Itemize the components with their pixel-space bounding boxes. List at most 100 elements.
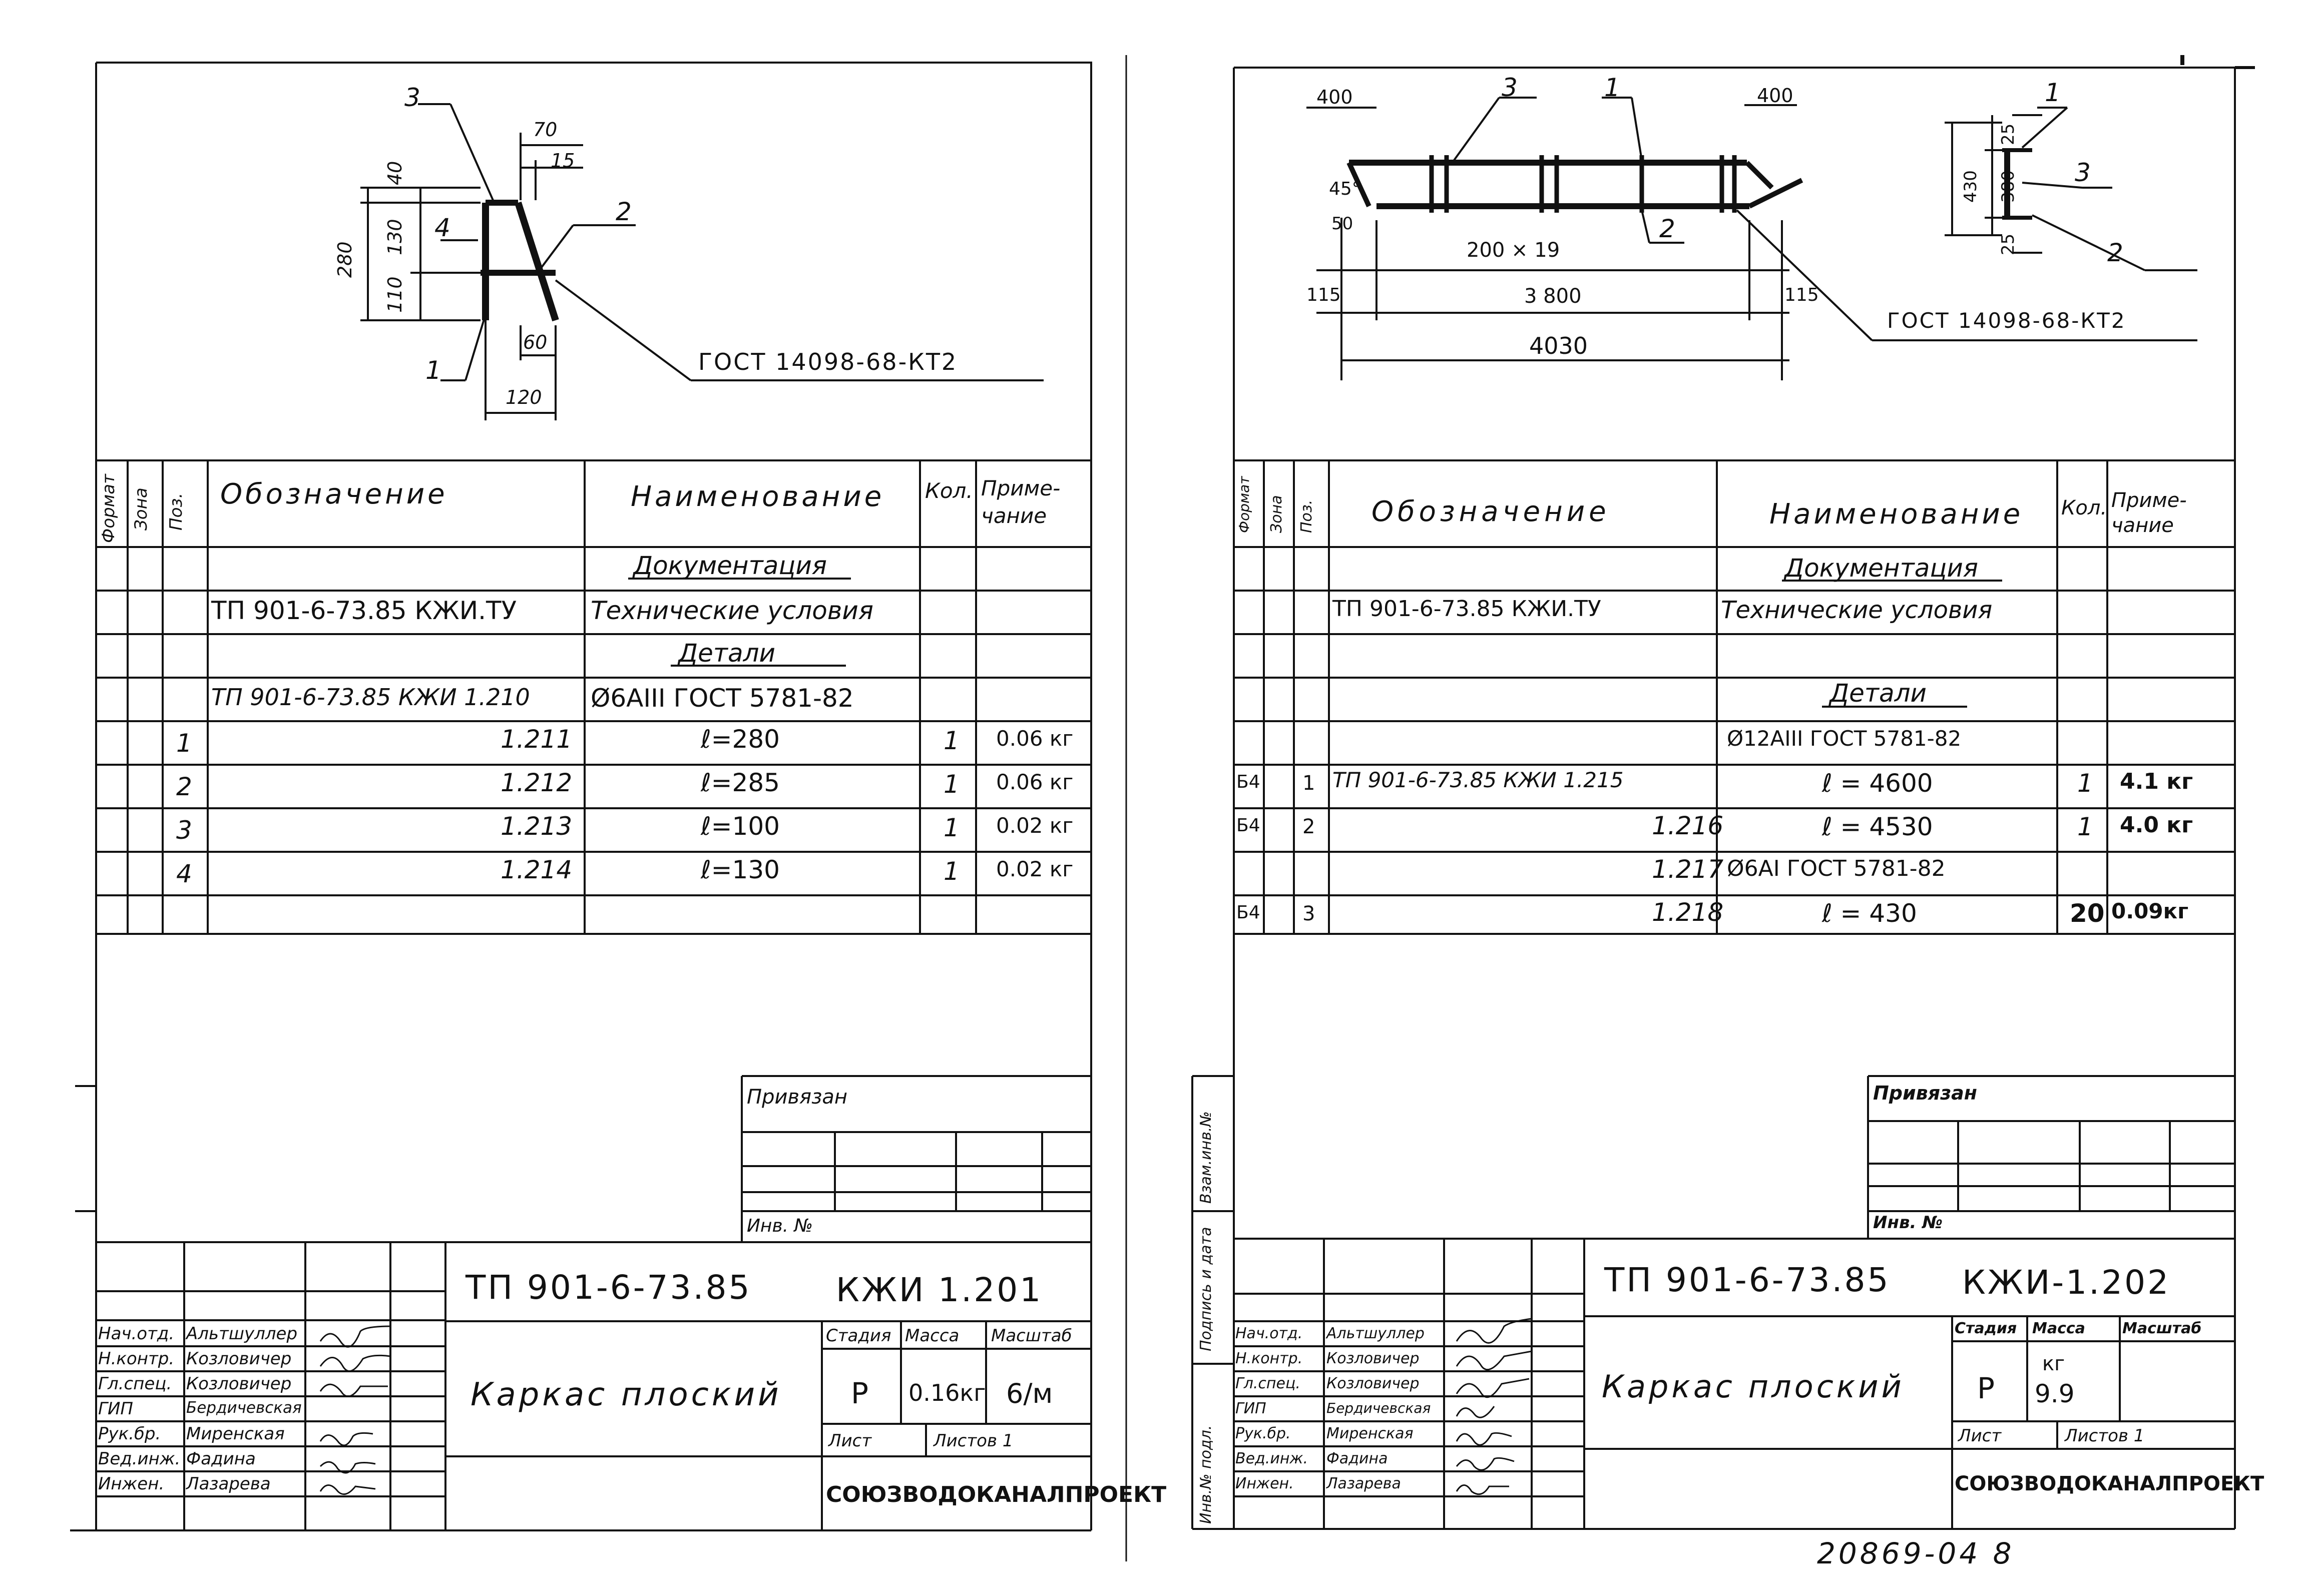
- right-role-0: Нач.отд.: [1235, 1325, 1303, 1342]
- right-dim-400-right: 400: [1757, 85, 1793, 107]
- right-row-6-des: 1.216: [1652, 811, 1724, 840]
- left-person-3: Бердичевская: [186, 1399, 302, 1417]
- left-frame-lines: [70, 62, 1092, 1531]
- right-inv-label: Инв. №: [1873, 1213, 1943, 1233]
- right-frame-lines: [1191, 55, 2255, 1530]
- right-row-3-name: Детали: [1829, 679, 1927, 708]
- right-role-3: ГИП: [1235, 1400, 1266, 1417]
- right-dim-45: 45°: [1329, 179, 1361, 199]
- left-pos-4-label: 4: [434, 213, 450, 242]
- right-row-5-note: 4.1 кг: [2120, 769, 2193, 794]
- left-privyazan-label: Привязан: [747, 1086, 848, 1109]
- left-row-7-name: ℓ=130: [701, 855, 780, 884]
- left-dim-40: 40: [384, 161, 406, 185]
- right-person-3: Бердичевская: [1326, 1400, 1431, 1416]
- right-dim-3800: 3 800: [1524, 285, 1582, 308]
- left-role-5: Вед.инж.: [98, 1449, 181, 1469]
- right-row-8-qty: 20: [2070, 899, 2105, 928]
- left-row-5-name: ℓ=285: [701, 768, 780, 797]
- left-person-6: Лазарева: [186, 1474, 271, 1494]
- left-row-1-name: Технические условия: [591, 596, 873, 625]
- left-dim-130: 130: [384, 219, 406, 255]
- left-row-7-pos: 4: [176, 859, 192, 888]
- left-row-4-qty: 1: [944, 726, 960, 755]
- left-doc-number: КЖИ 1.201: [836, 1271, 1043, 1309]
- header-name: Наименование: [631, 480, 885, 513]
- left-row-2-name: Детали: [678, 639, 776, 668]
- left-scale-label: Масштаб: [991, 1326, 1072, 1346]
- right-row-8-pos: 3: [1302, 902, 1315, 925]
- left-sheets-label: Листов 1: [934, 1431, 1014, 1451]
- right-stage-label: Стадия: [1955, 1320, 2017, 1337]
- right-row-5-qty: 1: [2077, 769, 2093, 798]
- left-dim-60: 60: [523, 331, 548, 353]
- left-role-1: Н.контр.: [98, 1349, 175, 1369]
- right-header-pos: Поз.: [1298, 499, 1315, 533]
- left-person-0: Альтшуллер: [186, 1324, 298, 1344]
- right-row-5-des: ТП 901-6-73.85 КЖИ 1.215: [1332, 768, 1624, 792]
- left-row-4-pos: 1: [176, 729, 192, 758]
- right-dim-400-left: 400: [1316, 86, 1353, 108]
- left-pos-2-label: 2: [616, 197, 632, 226]
- right-header-zone: Зона: [1268, 495, 1285, 533]
- right-privyazan-label: Привязан: [1873, 1082, 1978, 1104]
- right-row-5-fmt: Б4: [1236, 772, 1260, 792]
- right-dim-25-bottom: 25: [1998, 233, 2018, 255]
- right-row-6-name: ℓ = 4530: [1822, 812, 1933, 841]
- right-dim-200x19: 200 × 19: [1467, 239, 1560, 262]
- right-organization: СОЮЗВОДОКАНАЛПРОЕКТ: [1955, 1472, 2264, 1495]
- right-sheets-label: Листов 1: [2065, 1426, 2145, 1446]
- header-zone: Зона: [131, 487, 151, 530]
- right-pos-2-label: 2: [1659, 214, 1675, 243]
- right-dim-115-right: 115: [1784, 285, 1819, 305]
- left-project-code: ТП 901-6-73.85: [466, 1268, 752, 1307]
- sheet-divider: [1125, 55, 1127, 1561]
- right-row-0-name: Документация: [1784, 554, 1978, 583]
- left-role-2: Гл.спец.: [98, 1374, 172, 1394]
- right-person-6: Лазарева: [1326, 1475, 1401, 1492]
- right-section-1-label: 1: [2045, 78, 2061, 107]
- right-row-8-fmt: Б4: [1236, 902, 1260, 923]
- left-sheet: 3 70 15 40 130 280 110 4 2 1 60 120 ГОСТ…: [0, 0, 1166, 1596]
- left-role-3: ГИП: [98, 1399, 133, 1419]
- right-row-6-fmt: Б4: [1236, 815, 1260, 836]
- header-pos: Поз.: [166, 492, 186, 530]
- right-header-qty: Кол.: [2061, 496, 2107, 519]
- left-scale-value: 6/м: [1006, 1378, 1053, 1409]
- left-row-5-des: 1.212: [501, 768, 573, 797]
- left-row-3-name: Ø6АIII ГОСТ 5781-82: [591, 684, 854, 713]
- side-stamp-signature-date: Подпись и дата: [1197, 1227, 1215, 1352]
- left-dim-120: 120: [506, 386, 542, 408]
- header-note-1: Приме-: [981, 476, 1061, 500]
- left-organization: СОЮЗВОДОКАНАЛПРОЕКТ: [826, 1482, 1167, 1507]
- left-person-5: Фадина: [186, 1449, 256, 1469]
- right-mass-label: Масса: [2032, 1320, 2085, 1337]
- left-row-5-qty: 1: [944, 770, 960, 799]
- left-row-5-note: 0.06 кг: [996, 770, 1074, 794]
- right-section-2-label: 2: [2107, 238, 2123, 267]
- left-mass-value: 0.16кг: [908, 1379, 986, 1406]
- left-row-4-note: 0.06 кг: [996, 726, 1074, 751]
- left-dim-15: 15: [551, 150, 575, 172]
- left-row-6-pos: 3: [176, 816, 192, 845]
- right-drawing-title: Каркас плоский: [1602, 1368, 1905, 1405]
- right-role-2: Гл.спец.: [1235, 1375, 1300, 1392]
- left-row-6-qty: 1: [944, 813, 960, 842]
- right-header-designation: Обозначение: [1371, 495, 1610, 528]
- left-gost-label: ГОСТ 14098-68-КТ2: [698, 348, 958, 375]
- right-row-8-note: 0.09кг: [2111, 899, 2189, 923]
- right-row-8-name: ℓ = 430: [1822, 899, 1917, 928]
- left-role-6: Инжен.: [98, 1474, 165, 1494]
- left-row-7-des: 1.214: [501, 855, 573, 884]
- right-row-1-name: Технические условия: [1721, 596, 1993, 624]
- header-note-2: чание: [981, 503, 1047, 528]
- right-row-4-name: Ø12АIII ГОСТ 5781-82: [1727, 726, 1962, 751]
- right-project-code: ТП 901-6-73.85: [1604, 1261, 1891, 1299]
- side-stamp-vzam-inv: Взам.инв.№: [1197, 1111, 1215, 1204]
- right-person-0: Альтшуллер: [1326, 1325, 1425, 1342]
- header-qty: Кол.: [925, 478, 973, 503]
- right-row-1-des: ТП 901-6-73.85 КЖИ.ТУ: [1332, 596, 1601, 622]
- left-person-4: Миренская: [186, 1424, 285, 1444]
- left-row-7-note: 0.02 кг: [996, 857, 1074, 881]
- right-header-format: Формат: [1236, 476, 1252, 533]
